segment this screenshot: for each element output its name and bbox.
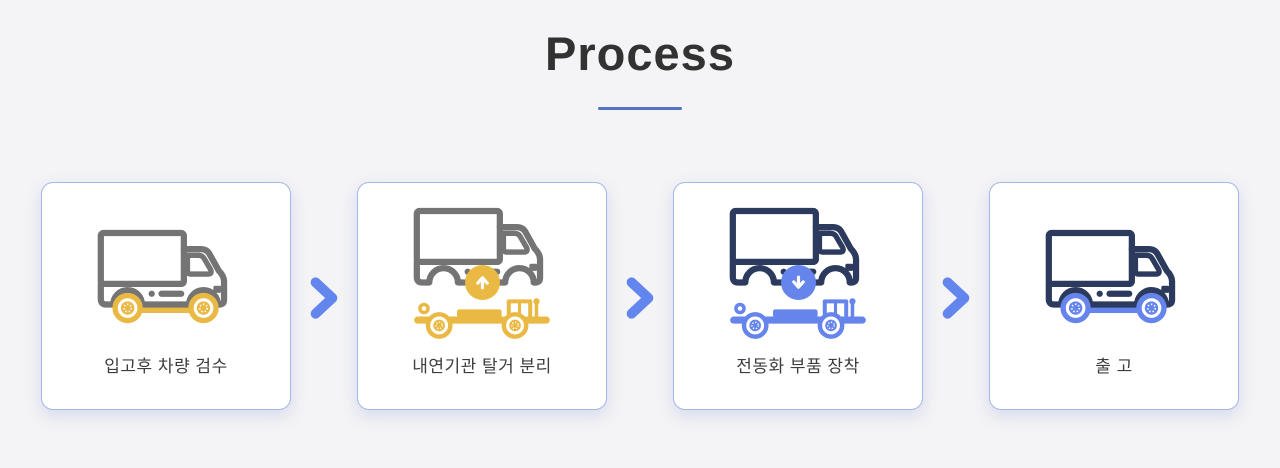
process-step-card: 입고후 차량 검수	[41, 181, 291, 410]
step-label: 내연기관 탈거 분리	[412, 356, 552, 376]
truck-body-lifted-off-chassis-icon	[403, 199, 561, 351]
arrow-up-icon	[465, 264, 500, 300]
chevron-right-icon	[923, 182, 989, 410]
step-label: 입고후 차량 검수	[104, 356, 228, 376]
arrow-down-icon	[781, 264, 816, 300]
truck-complete-icon	[1035, 199, 1193, 351]
step-label: 출 고	[1095, 356, 1133, 376]
process-step-card: 출 고	[989, 181, 1239, 410]
truck-body-lowered-onto-chassis-icon	[719, 199, 877, 351]
process-step-card: 전동화 부품 장착	[673, 181, 923, 410]
page-title: Process	[545, 27, 735, 80]
step-label: 전동화 부품 장착	[736, 356, 860, 376]
process-step-card: 내연기관 탈거 분리	[357, 181, 607, 410]
process-steps-row: 입고후 차량 검수	[41, 181, 1239, 410]
chevron-right-icon	[291, 182, 357, 410]
title-underline	[598, 106, 682, 110]
truck-complete-icon	[87, 199, 245, 351]
chevron-right-icon	[607, 182, 673, 410]
